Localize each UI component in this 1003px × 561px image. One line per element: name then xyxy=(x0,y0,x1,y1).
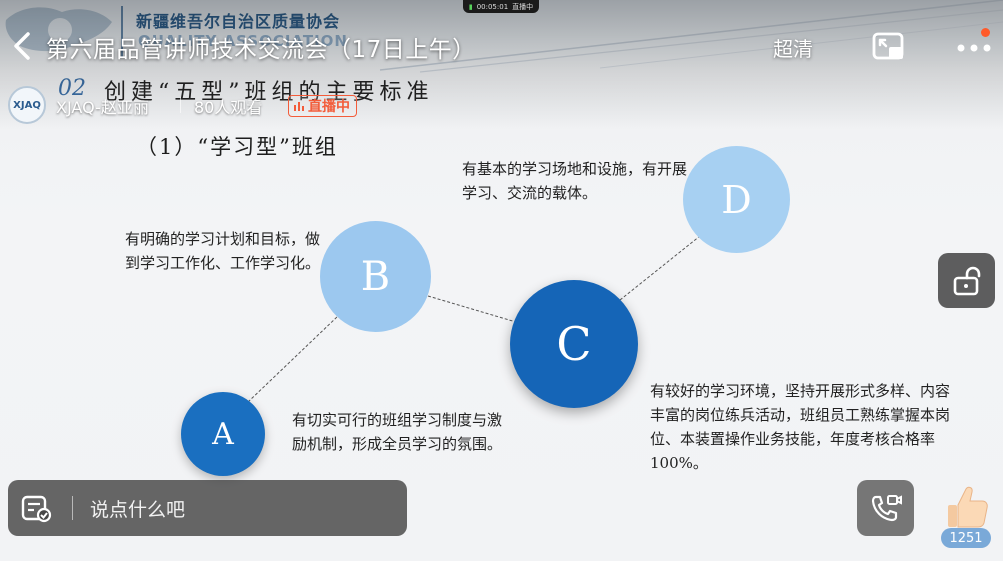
like-button[interactable] xyxy=(940,483,992,531)
live-status-badge: 直播中 xyxy=(288,95,357,117)
comment-input[interactable]: 说点什么吧 xyxy=(8,480,407,536)
header-divider xyxy=(121,6,123,58)
node-b: B xyxy=(320,221,431,332)
host-name[interactable]: XJAQ-赵亚丽 xyxy=(56,98,149,117)
like-count: 1251 xyxy=(941,528,991,548)
section-title: 创建“五型”班组的主要标准 xyxy=(104,80,434,105)
node-d: D xyxy=(683,146,790,253)
host-avatar[interactable]: XJAQ xyxy=(8,86,46,124)
live-badge-label: 直播中 xyxy=(308,99,350,115)
node-a-description: 有切实可行的班组学习制度与激励机制，形成全员学习的氛围。 xyxy=(292,411,503,453)
association-logo xyxy=(5,7,112,52)
association-name: 新疆维吾尔自治区质量协会 xyxy=(136,12,341,31)
picture-in-picture-icon xyxy=(872,32,904,60)
thumbs-up-icon xyxy=(948,486,988,528)
video-call-button[interactable] xyxy=(857,480,914,536)
chevron-left-icon xyxy=(14,32,30,60)
status-label: 直播中 xyxy=(512,2,534,11)
section-number: 02 xyxy=(58,76,86,101)
status-indicator: ▮ 00:05:01 直播中 xyxy=(463,0,539,13)
more-button[interactable] xyxy=(955,32,993,60)
back-button[interactable] xyxy=(8,30,36,62)
unlock-icon xyxy=(953,266,980,295)
screen-lock-button[interactable] xyxy=(938,253,995,308)
node-d-description: 有基本的学习场地和设施，有开展学习、交流的载体。 xyxy=(462,160,688,202)
node-c: C xyxy=(510,280,638,408)
more-dots-icon xyxy=(957,44,991,52)
association-english-name: QUALITY ASSOCIATION xyxy=(138,32,348,50)
node-b-description: 有明确的学习计划和目标，做到学习工作化、工作学习化。 xyxy=(125,230,321,272)
comment-placeholder: 说点什么吧 xyxy=(90,499,186,521)
host-separator xyxy=(180,97,181,113)
live-bars-icon xyxy=(294,102,304,111)
live-title: 第六届品管讲师技术交流会（17日上午） xyxy=(46,37,476,63)
node-c-description: 有较好的学习环境，坚持开展形式多样、内容丰富的岗位练兵活动，班组员工熟练掌握本岗… xyxy=(650,382,951,472)
video-call-icon xyxy=(871,495,902,522)
signal-icon: ▮ xyxy=(468,2,473,11)
node-a: A xyxy=(181,392,265,476)
comment-separator xyxy=(72,496,73,520)
picture-in-picture-button[interactable] xyxy=(871,30,907,64)
quality-button[interactable]: 超清 xyxy=(773,37,813,61)
comment-edit-icon xyxy=(21,495,52,523)
status-time: 00:05:01 xyxy=(476,2,509,11)
viewer-count: 80人观看 xyxy=(194,98,263,117)
header-decoration xyxy=(379,0,1003,73)
notification-dot xyxy=(981,28,990,37)
slide-subtitle: （1）“学习型”班组 xyxy=(136,135,338,159)
